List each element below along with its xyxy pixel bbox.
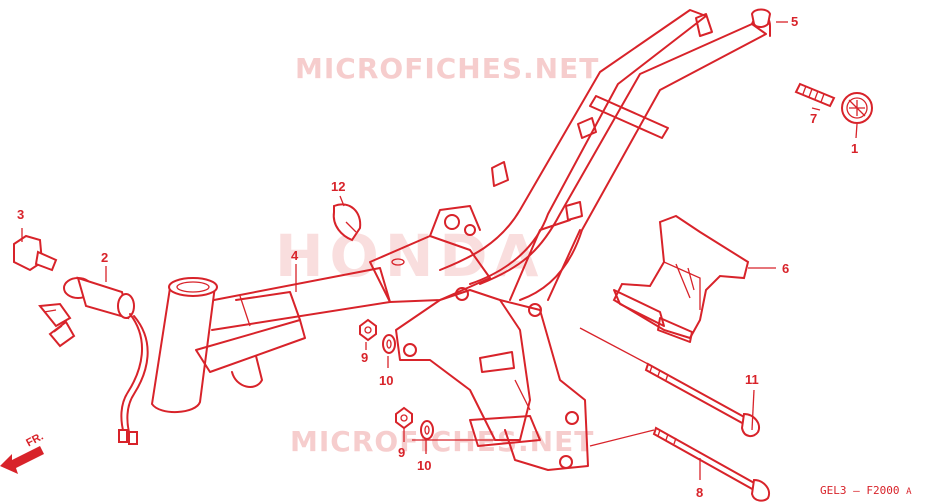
washer-part-upper <box>382 334 396 354</box>
callout-2: 2 <box>101 250 109 265</box>
washer-part-lower <box>420 420 434 440</box>
callout-12: 12 <box>331 179 346 194</box>
nut-part-upper <box>359 318 377 342</box>
ignition-switch-part <box>38 276 149 445</box>
watermark-bottom: MICROFICHES.NET <box>290 425 595 458</box>
engine-hanger-part <box>612 214 750 343</box>
frame-body-part <box>150 9 771 471</box>
reflector-stud-part <box>794 82 836 108</box>
callout-3: 3 <box>17 207 25 222</box>
cap-part <box>750 8 772 28</box>
reflector-part <box>841 92 873 124</box>
bolt-part-long-lower <box>652 426 770 502</box>
callout-4: 4 <box>291 248 299 263</box>
callout-9-lower: 9 <box>398 445 406 460</box>
diagram-code-suffix: A <box>906 487 912 497</box>
callout-10-upper: 10 <box>379 373 394 388</box>
callout-10-lower: 10 <box>417 458 432 473</box>
callout-7: 7 <box>810 111 818 126</box>
callout-11: 11 <box>745 372 759 387</box>
wire-clip-part <box>332 203 362 242</box>
callout-1: 1 <box>851 141 859 156</box>
front-arrow-icon <box>0 446 44 474</box>
diagram-code: GEL3 — F2000 A <box>820 484 912 497</box>
callout-6: 6 <box>782 261 790 276</box>
callout-9-upper: 9 <box>361 350 369 365</box>
callout-5: 5 <box>791 14 799 29</box>
callout-8: 8 <box>696 485 704 500</box>
watermark-top: MICROFICHES.NET <box>295 52 600 85</box>
diagram-code-text: GEL3 — F2000 <box>820 484 900 497</box>
bolt-part-long-upper <box>644 362 760 438</box>
ignition-knob-part <box>13 234 58 272</box>
nut-part-lower <box>395 406 413 430</box>
leader-lines <box>21 21 858 480</box>
